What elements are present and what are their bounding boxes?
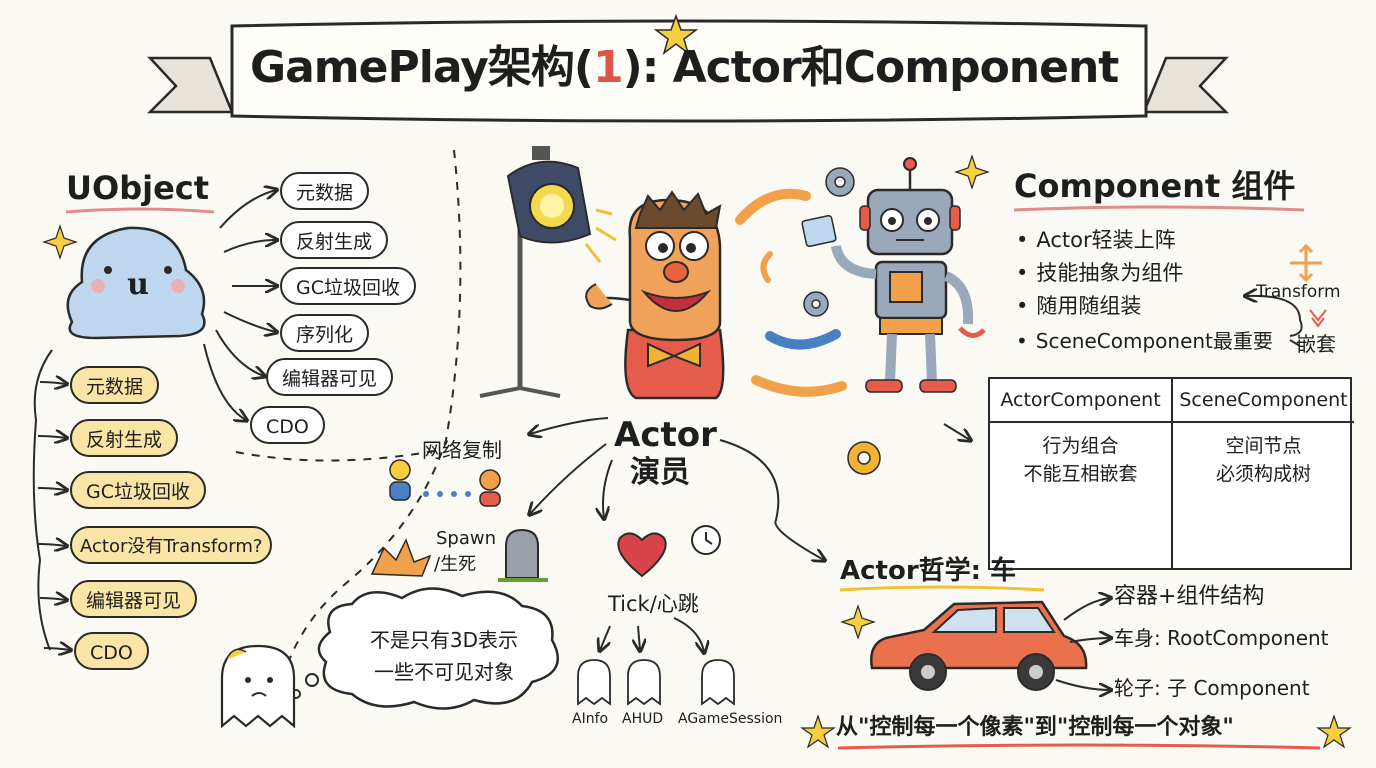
table-cell: 空间节点: [1225, 435, 1302, 457]
death-label: /生死: [434, 554, 477, 575]
move-arrows-icon: [1290, 243, 1322, 283]
clock-icon: [691, 525, 721, 555]
uobject-blob-icon: u: [66, 226, 206, 340]
car-icon: [870, 600, 1088, 691]
sparkle-icon: [840, 604, 876, 640]
actor-inherit-pill: GC垃圾回收: [70, 471, 206, 509]
table-cell: 必须构成树: [1215, 463, 1311, 485]
actor-puppet-icon: [585, 190, 725, 400]
table-cell: 不能互相嵌套: [1023, 463, 1138, 485]
cloud-text-line: 不是只有3D表示: [369, 628, 519, 652]
philosophy-heading: Actor哲学: 车: [840, 556, 1017, 586]
scene-component-column: SceneComponent 空间节点 必须构成树: [1171, 379, 1354, 568]
uobject-feature-pill: 元数据: [280, 172, 370, 210]
network-label: 网络复制: [422, 438, 502, 462]
actor-component-column: ActorComponent 行为组合 不能互相嵌套: [990, 379, 1171, 568]
ghost-icon: [577, 659, 735, 706]
component-bullet: 随用随组装: [1016, 290, 1141, 320]
component-comparison-table: ActorComponent 行为组合 不能互相嵌套 SceneComponen…: [988, 377, 1354, 570]
uobject-feature-pill: CDO: [250, 406, 325, 444]
nest-icon: [1309, 309, 1327, 328]
table-cell: 行为组合: [1042, 435, 1119, 457]
actor-inherit-pill: 元数据: [70, 366, 160, 404]
page-title: GamePlay架构(1): Actor和Component: [250, 42, 1119, 93]
svg-text:u: u: [127, 267, 149, 302]
uobject-feature-pill: GC垃圾回收: [280, 267, 416, 305]
actor-subtitle: 演员: [630, 455, 690, 490]
actor-inherit-pill: CDO: [74, 632, 149, 670]
table-header: SceneComponent: [1173, 379, 1354, 423]
tick-label: Tick/心跳: [608, 592, 699, 616]
sparkle-icon: [954, 154, 990, 190]
tombstone-icon: [498, 528, 548, 582]
ghost-mascot-icon: [220, 644, 296, 729]
title-ribbon: [146, 19, 1230, 123]
component-bullet: SceneComponent最重要: [1016, 325, 1273, 354]
uobject-heading: UObject: [66, 169, 210, 207]
uobject-feature-pill: 编辑器可见: [266, 358, 394, 396]
heart-icon: [617, 532, 667, 578]
philosophy-item: 轮子: 子 Component: [1114, 676, 1310, 700]
title-number: 1: [592, 42, 624, 93]
actor-label: Actor: [614, 415, 717, 455]
network-replication-icon: [389, 459, 501, 507]
actor-inherit-pill: 编辑器可见: [70, 580, 198, 618]
cloud-text-line: 一些不可见对象: [374, 660, 514, 684]
star-icon: [800, 714, 836, 749]
tick-child-label: AHUD: [622, 711, 664, 727]
philosophy-item: 容器+组件结构: [1114, 584, 1265, 609]
actor-inherit-pill: Actor没有Transform?: [70, 526, 273, 564]
uobject-feature-pill: 序列化: [280, 314, 370, 352]
star-icon: [1316, 714, 1352, 749]
thought-cloud: [317, 587, 560, 710]
philosophy-item: 车身: RootComponent: [1114, 626, 1329, 650]
spawn-label: Spawn: [436, 528, 497, 549]
component-bullet: 技能抽象为组件: [1016, 257, 1183, 287]
spotlight-icon: [479, 146, 617, 398]
nesting-label: 嵌套: [1296, 332, 1336, 356]
actor-inherit-pill: 反射生成: [70, 419, 179, 457]
gear-icon: [803, 167, 881, 475]
sparkle-icon: [42, 224, 78, 260]
uobject-feature-pill: 反射生成: [280, 221, 389, 259]
component-heading: Component 组件: [1014, 167, 1296, 205]
component-robot-icon: [801, 157, 986, 393]
table-header: ActorComponent: [990, 379, 1171, 423]
tick-child-label: AGameSession: [678, 711, 783, 727]
explosion-icon: [370, 538, 432, 577]
title-star-icon: [653, 13, 699, 55]
transform-label: Transform: [1256, 282, 1341, 302]
component-bullet: Actor轻装上阵: [1016, 224, 1175, 254]
tick-child-label: AInfo: [572, 711, 609, 727]
footer-slogan: 从"控制每一个像素"到"控制每一个对象": [836, 715, 1234, 740]
